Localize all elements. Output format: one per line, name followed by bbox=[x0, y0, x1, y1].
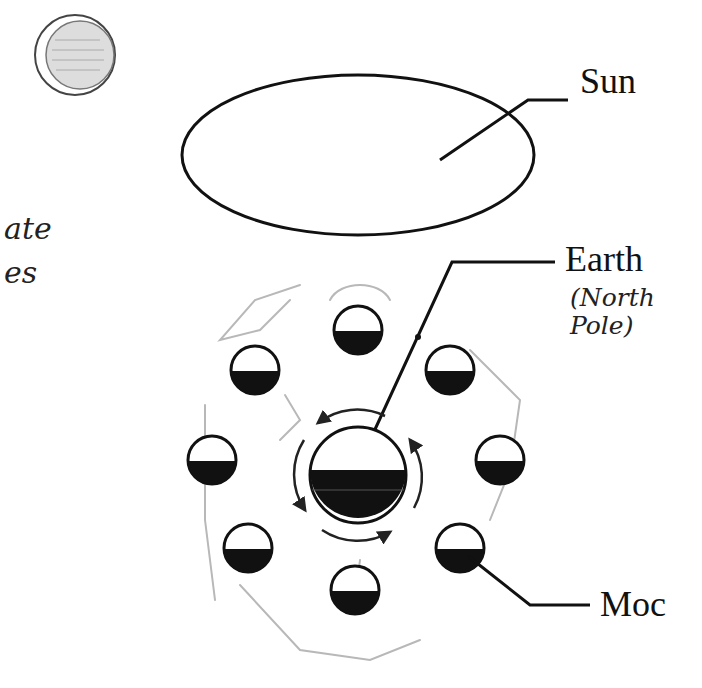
body-label: Earth bbox=[565, 240, 643, 280]
pencil-stroke bbox=[330, 285, 390, 300]
moon-circle bbox=[436, 524, 484, 573]
rotation-arrow bbox=[294, 440, 305, 510]
leader-line bbox=[360, 262, 555, 462]
moon-circle bbox=[224, 524, 272, 573]
body-label: Moc bbox=[600, 585, 666, 625]
handwritten-note: es bbox=[4, 256, 37, 289]
handwritten-note: ate bbox=[4, 212, 52, 245]
rotation-arrow bbox=[322, 530, 390, 541]
moon-positions bbox=[188, 306, 524, 615]
earth-circle bbox=[310, 427, 406, 523]
moon-circle bbox=[231, 346, 279, 395]
sun-ellipse bbox=[182, 75, 534, 235]
sketch-outline bbox=[35, 15, 115, 95]
sketched-moon bbox=[35, 15, 115, 95]
moon-circle bbox=[188, 436, 236, 485]
pencil-stroke bbox=[280, 395, 300, 440]
sketch-shading bbox=[46, 21, 114, 89]
sketch-hatching bbox=[52, 40, 104, 70]
leader-dot bbox=[415, 334, 421, 340]
leader-line bbox=[468, 556, 590, 605]
handwritten-note: (North Pole) bbox=[570, 284, 682, 339]
body-label: Sun bbox=[580, 62, 636, 102]
pencil-scribbles bbox=[205, 285, 520, 660]
moon-circle bbox=[331, 566, 379, 615]
moon-circle bbox=[476, 436, 524, 485]
moon-circle bbox=[426, 346, 474, 395]
leader-line bbox=[440, 100, 568, 160]
pencil-stroke bbox=[205, 405, 215, 600]
rotation-arrow bbox=[318, 410, 385, 423]
rotation-arrow bbox=[410, 440, 422, 508]
moon-circle bbox=[334, 306, 382, 355]
pencil-stroke bbox=[220, 285, 300, 340]
rotation-arrows bbox=[294, 410, 422, 541]
pencil-stroke bbox=[240, 585, 420, 660]
